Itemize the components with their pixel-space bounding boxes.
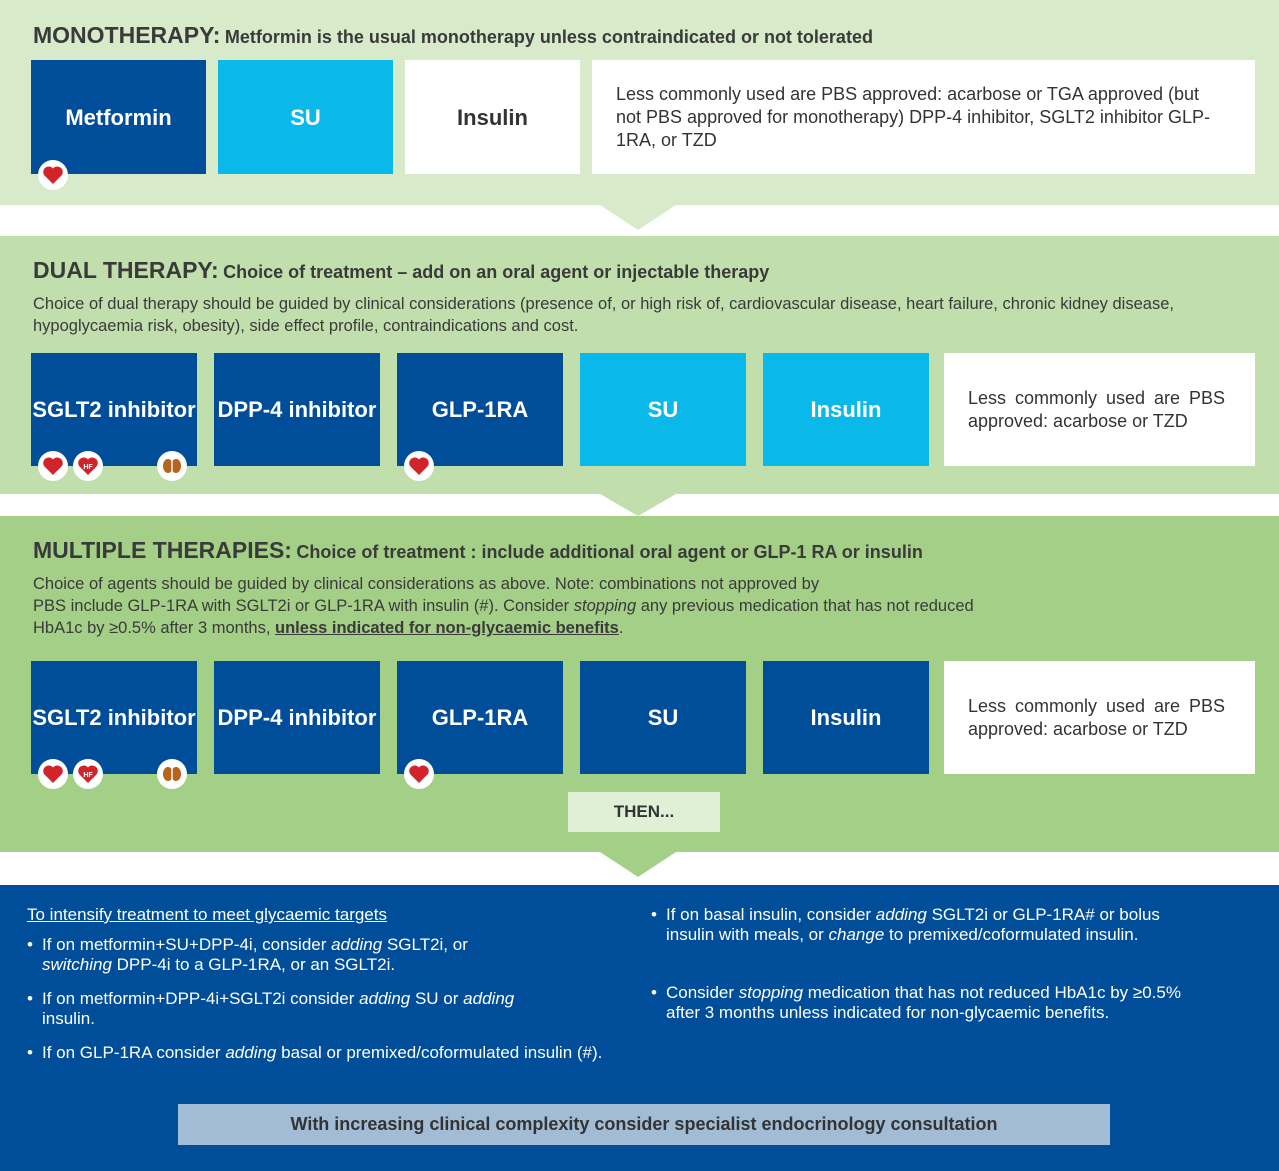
mono-subtitle: Metformin is the usual monotherapy unles…	[224, 27, 873, 47]
heart-icon	[38, 759, 68, 789]
dual-subtitle: Choice of treatment – add on an oral age…	[223, 262, 770, 282]
multi-subtitle: Choice of treatment : include additional…	[296, 542, 923, 562]
then-label: THEN...	[568, 792, 720, 832]
dual-box-su: SU	[580, 353, 746, 466]
intensify-bullet: • Consider stopping medication that has …	[651, 983, 1181, 1022]
multi-heading: MULTIPLE THERAPIES: Choice of treatment …	[33, 537, 923, 564]
mono-box-insulin: Insulin	[405, 60, 580, 174]
multi-box-glp1ra: GLP-1RA	[397, 661, 563, 774]
dual-box-dpp4: DPP-4 inhibitor	[214, 353, 380, 466]
heart-icon	[404, 451, 434, 481]
mono-heading: MONOTHERAPY: Metformin is the usual mono…	[33, 22, 873, 49]
multi-box-insulin: Insulin	[763, 661, 929, 774]
dual-arrow	[600, 494, 676, 516]
dual-box-sglt2: SGLT2 inhibitor	[31, 353, 197, 466]
svg-text:HF: HF	[83, 464, 93, 471]
intensify-bullet: • If on metformin+DPP-4i+SGLT2i consider…	[27, 989, 515, 1028]
heart-failure-icon: HF	[73, 451, 103, 481]
multi-box-su: SU	[580, 661, 746, 774]
mono-box-su: SU	[218, 60, 393, 174]
mono-box-metformin: Metformin	[31, 60, 206, 174]
heart-failure-icon: HF	[73, 759, 103, 789]
svg-text:HF: HF	[83, 772, 93, 779]
dual-box-glp1ra: GLP-1RA	[397, 353, 563, 466]
dual-note: Less commonly used are PBS approved: aca…	[944, 353, 1255, 466]
heart-icon	[404, 759, 434, 789]
dual-box-insulin: Insulin	[763, 353, 929, 466]
specialist-consultation-banner: With increasing clinical complexity cons…	[178, 1104, 1110, 1145]
dual-title: DUAL THERAPY:	[33, 257, 219, 283]
mono-title: MONOTHERAPY:	[33, 22, 221, 48]
multi-box-sglt2: SGLT2 inhibitor	[31, 661, 197, 774]
multi-paragraph: Choice of agents should be guided by cli…	[33, 575, 974, 637]
intensify-bullet: • If on basal insulin, consider adding S…	[651, 905, 1160, 944]
multi-arrow	[600, 852, 676, 877]
heart-icon	[38, 451, 68, 481]
heart-icon	[38, 160, 68, 190]
intensify-bullet: • If on GLP-1RA consider adding basal or…	[27, 1043, 603, 1062]
multi-note: Less commonly used are PBS approved: aca…	[944, 661, 1255, 774]
intensify-heading: To intensify treatment to meet glycaemic…	[27, 905, 387, 924]
kidney-icon	[157, 451, 187, 481]
dual-paragraph: Choice of dual therapy should be guided …	[33, 295, 1174, 335]
multi-box-dpp4: DPP-4 inhibitor	[214, 661, 380, 774]
dual-heading: DUAL THERAPY: Choice of treatment – add …	[33, 257, 769, 284]
mono-note: Less commonly used are PBS approved: aca…	[592, 60, 1255, 174]
kidney-icon	[157, 759, 187, 789]
mono-arrow	[600, 205, 676, 230]
multi-title: MULTIPLE THERAPIES:	[33, 537, 292, 563]
intensify-bullet: • If on metformin+SU+DPP-4i, consider ad…	[27, 935, 468, 974]
